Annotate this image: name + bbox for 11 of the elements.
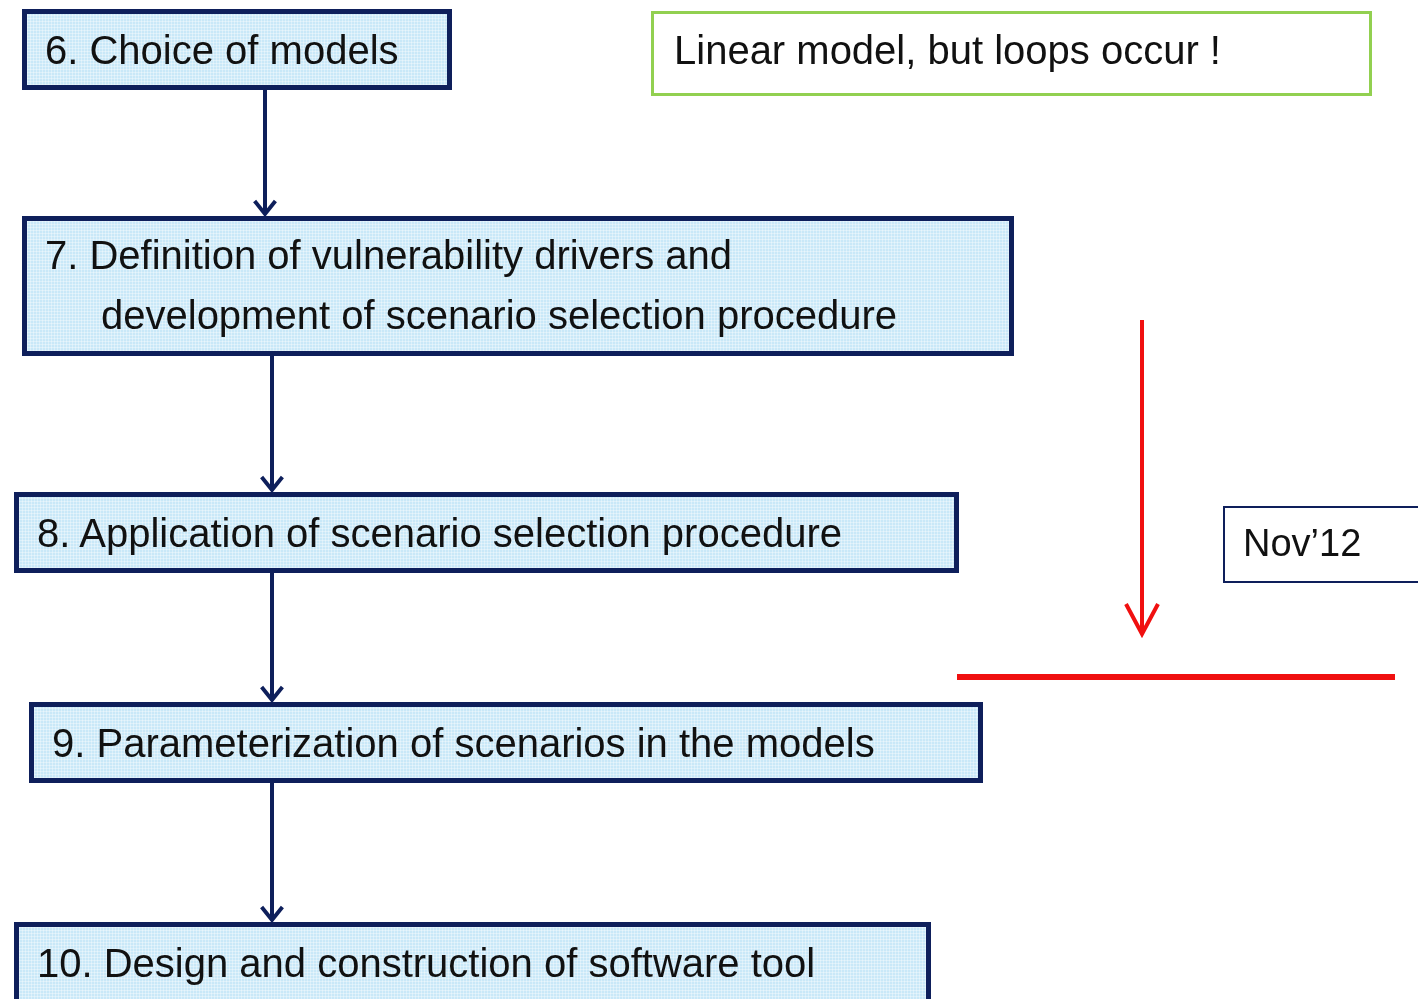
process-box: 6. Choice of models — [22, 9, 452, 90]
arrow — [259, 356, 285, 492]
arrow — [259, 783, 285, 922]
process-box: 8. Application of scenario selection procedure — [14, 492, 959, 573]
process-box: 7. Definition of vulnerability drivers and development of scenario selection procedure — [22, 216, 1014, 356]
date-box: Nov’12 — [1223, 506, 1418, 583]
arrow — [259, 573, 285, 702]
arrow — [252, 90, 278, 216]
process-box: 10. Design and construction of software tool — [14, 922, 931, 999]
process-box: 9. Parameterization of scenarios in the models — [29, 702, 983, 783]
note-box: Linear model, but loops occur ! — [651, 11, 1372, 96]
